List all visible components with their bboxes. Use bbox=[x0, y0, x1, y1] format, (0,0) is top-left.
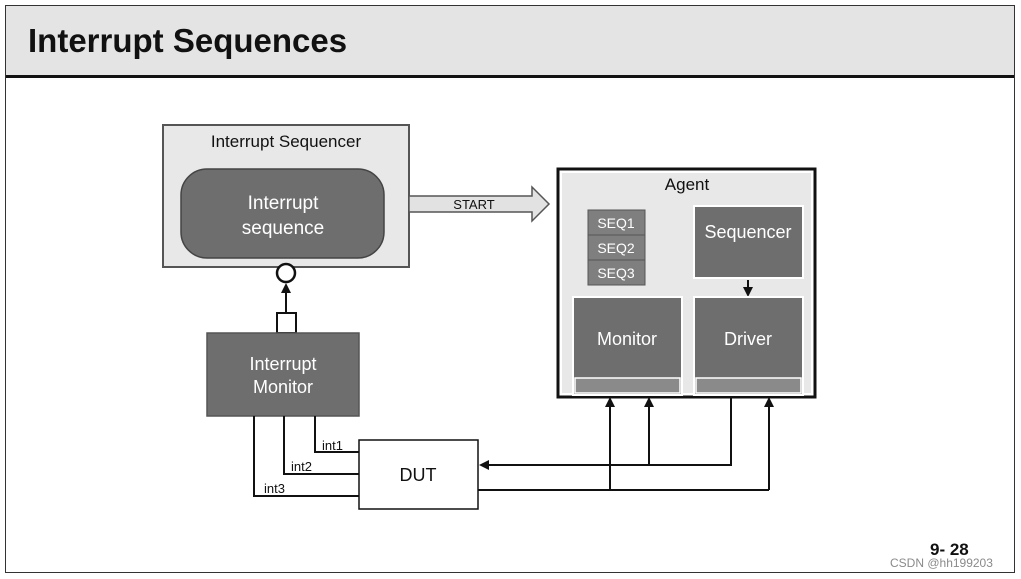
slide: Interrupt Sequences bbox=[5, 5, 1015, 573]
int1-line bbox=[314, 416, 359, 453]
interrupt-monitor-line1: Interrupt bbox=[249, 354, 316, 374]
connector-circle bbox=[275, 262, 297, 284]
int2-label: int2 bbox=[291, 459, 312, 474]
seq2-label: SEQ2 bbox=[597, 240, 635, 256]
interrupt-monitor-line2: Monitor bbox=[253, 377, 313, 397]
int1-label: int1 bbox=[322, 438, 343, 453]
interrupt-lines bbox=[253, 416, 359, 497]
page-title: Interrupt Sequences bbox=[28, 22, 348, 59]
watermark: CSDN @hh199203 bbox=[890, 556, 993, 570]
seq3-box bbox=[587, 259, 646, 286]
monitor-port bbox=[276, 312, 297, 334]
driver-to-dut-line bbox=[479, 397, 732, 470]
int3-line bbox=[253, 416, 359, 497]
dut-agent-connections bbox=[478, 397, 774, 491]
interrupt-monitor: Interrupt Monitor bbox=[206, 262, 360, 417]
seq2-box bbox=[587, 234, 646, 261]
start-arrow-label: START bbox=[453, 197, 494, 212]
page-number: 9- 28 bbox=[930, 540, 969, 559]
interrupt-sequence bbox=[180, 168, 385, 259]
seq1-label: SEQ1 bbox=[597, 215, 635, 231]
seq3-label: SEQ3 bbox=[597, 265, 635, 281]
agent-monitor-base bbox=[574, 377, 681, 394]
interrupt-sequence-line1: Interrupt bbox=[248, 193, 319, 214]
title-bar: Interrupt Sequences bbox=[6, 6, 1014, 78]
agent-driver-label: Driver bbox=[724, 329, 772, 349]
dut-label: DUT bbox=[400, 465, 437, 485]
dut: DUT bbox=[358, 439, 479, 510]
agent-label: Agent bbox=[665, 175, 710, 194]
agent-monitor-label: Monitor bbox=[597, 329, 657, 349]
agent-sequencer bbox=[693, 205, 804, 279]
interrupt-sequencer-label: Interrupt Sequencer bbox=[211, 132, 362, 151]
interrupt-sequencer: Interrupt Sequencer Interrupt sequence bbox=[162, 124, 410, 268]
agent: Agent SEQ1 SEQ2 SEQ3 Sequencer Monitor D… bbox=[556, 167, 817, 399]
agent-driver-base bbox=[695, 377, 802, 394]
interrupt-sequence-line2: sequence bbox=[242, 218, 324, 239]
int3-label: int3 bbox=[264, 481, 285, 496]
agent-sequencer-label: Sequencer bbox=[704, 222, 791, 242]
int2-line bbox=[283, 416, 359, 475]
start-arrow: START bbox=[408, 185, 551, 223]
